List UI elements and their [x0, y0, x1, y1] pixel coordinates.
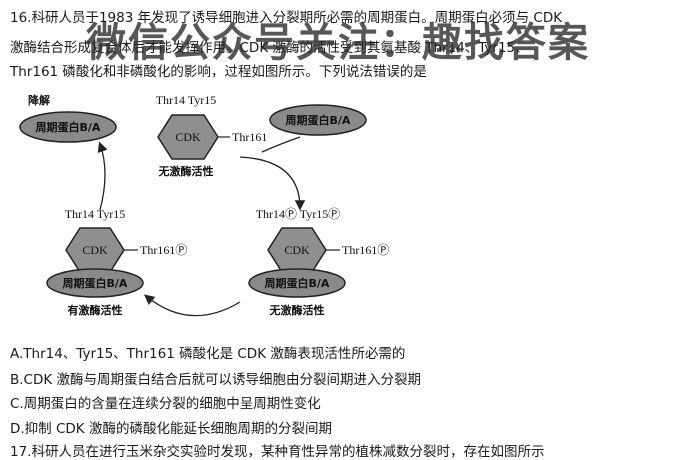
option-a[interactable]: A.Thr14、Tyr15、Thr161 磷酸化是 CDK 激酶表现活性所必需的	[10, 346, 406, 362]
left-cyclin-shape	[46, 268, 144, 298]
right-thr161p-label: Thr161Ⓟ	[342, 243, 389, 257]
left-thr14-tyr15-label: Thr14 Tyr15	[65, 207, 126, 221]
top-thr161-label: Thr161	[232, 130, 267, 144]
arrow-to-phosphorylated	[239, 156, 306, 211]
arrow-to-active	[143, 294, 241, 317]
cdk-cycle-diagram: 降解 周期蛋白B/A Thr14 Tyr15 CDK Thr161 无激酶活性 …	[19, 93, 389, 317]
top-cdk-hexagon	[157, 114, 219, 160]
degrade-label: 降解	[28, 93, 50, 107]
question-16-line-1: 16.科研人员于1983 年发现了诱导细胞进入分裂期所必需的周期蛋白。周期蛋白必…	[10, 10, 563, 26]
left-cyclin-label: 周期蛋白B/A	[63, 276, 128, 290]
left-thr161p-label: Thr161Ⓟ	[140, 243, 187, 257]
left-active-label: 有激酶活性	[68, 303, 123, 317]
cyclin-free-label: 周期蛋白B/A	[286, 113, 351, 127]
right-cyclin-label: 周期蛋白B/A	[265, 276, 330, 290]
cyclin-free-shape	[269, 104, 367, 136]
right-cyclin-shape	[248, 268, 346, 298]
option-c[interactable]: C.周期蛋白的含量在连续分裂的细胞中呈周期性变化	[10, 396, 321, 412]
right-cdk-label: CDK	[284, 243, 310, 257]
arrow-to-degrade	[97, 141, 108, 211]
top-inactive-label: 无激酶活性	[158, 164, 214, 178]
left-cdk-label: CDK	[82, 243, 108, 257]
right-inactive-label: 无激酶活性	[269, 303, 325, 317]
question-16-line-3: Thr161 磷酸化和非磷酸化的影响，过程如图所示。下列说法错误的是	[10, 64, 427, 80]
option-b[interactable]: B.CDK 激酶与周期蛋白结合后就可以诱导细胞由分裂间期进入分裂期	[10, 372, 422, 388]
option-d[interactable]: D.抑制 CDK 激酶的磷酸化能延长细胞周期的分裂间期	[10, 421, 332, 437]
cyclin-degraded-label: 周期蛋白B/A	[36, 120, 101, 134]
arrow-cyclin-join	[261, 136, 301, 153]
question-17-line-1: 17.科研人员在进行玉米杂交实验时发现，某种育性异常的植株减数分裂时，存在如图所…	[10, 444, 545, 460]
top-thr14-tyr15-label: Thr14 Tyr15	[156, 93, 217, 107]
watermark: 微信公众号关注：趣找答案	[86, 20, 590, 66]
right-thr14p-tyr15p-label: Thr14Ⓟ Tyr15Ⓟ	[256, 207, 341, 221]
top-cdk-label: CDK	[175, 130, 201, 144]
question-16-line-2: 激酶结合形成复合体后才能发挥作用。CDK 激酶的活性受到其氨基酸 Thr14、T…	[10, 40, 529, 56]
cyclin-degraded-shape	[19, 111, 117, 143]
